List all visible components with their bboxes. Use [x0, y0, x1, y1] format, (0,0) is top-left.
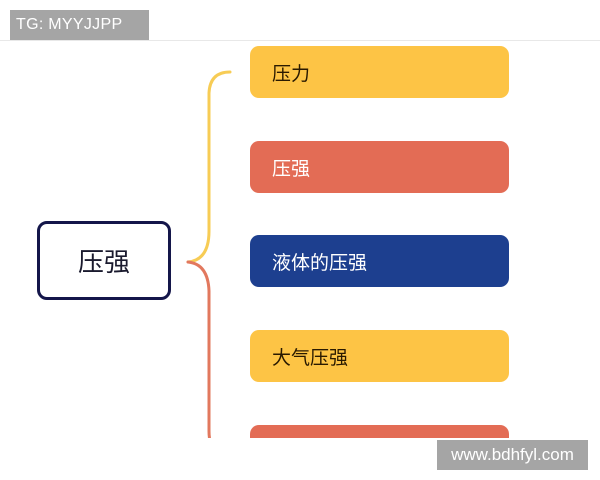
mindmap-canvas: 压强 压力 压强 液体的压强 大气压强	[0, 41, 600, 438]
brace-connector	[186, 70, 232, 438]
branch-label: 压强	[272, 157, 311, 180]
root-node[interactable]: 压强	[37, 221, 171, 300]
root-node-label: 压强	[77, 248, 130, 278]
branch-node-pressure[interactable]: 压强	[250, 141, 509, 193]
watermark: www.bdhfyl.com	[437, 440, 588, 470]
branch-node-atmospheric-pressure[interactable]: 大气压强	[250, 330, 509, 382]
branch-node-liquid-pressure[interactable]: 液体的压强	[250, 235, 509, 287]
branch-node-partial[interactable]	[250, 425, 509, 438]
branch-label: 压力	[272, 62, 311, 85]
branch-label: 液体的压强	[272, 251, 368, 274]
branch-node-pressure-force[interactable]: 压力	[250, 46, 509, 98]
header-divider	[0, 40, 600, 41]
branch-label: 大气压强	[272, 346, 349, 369]
tg-badge: TG: MYYJJPP	[10, 10, 149, 40]
